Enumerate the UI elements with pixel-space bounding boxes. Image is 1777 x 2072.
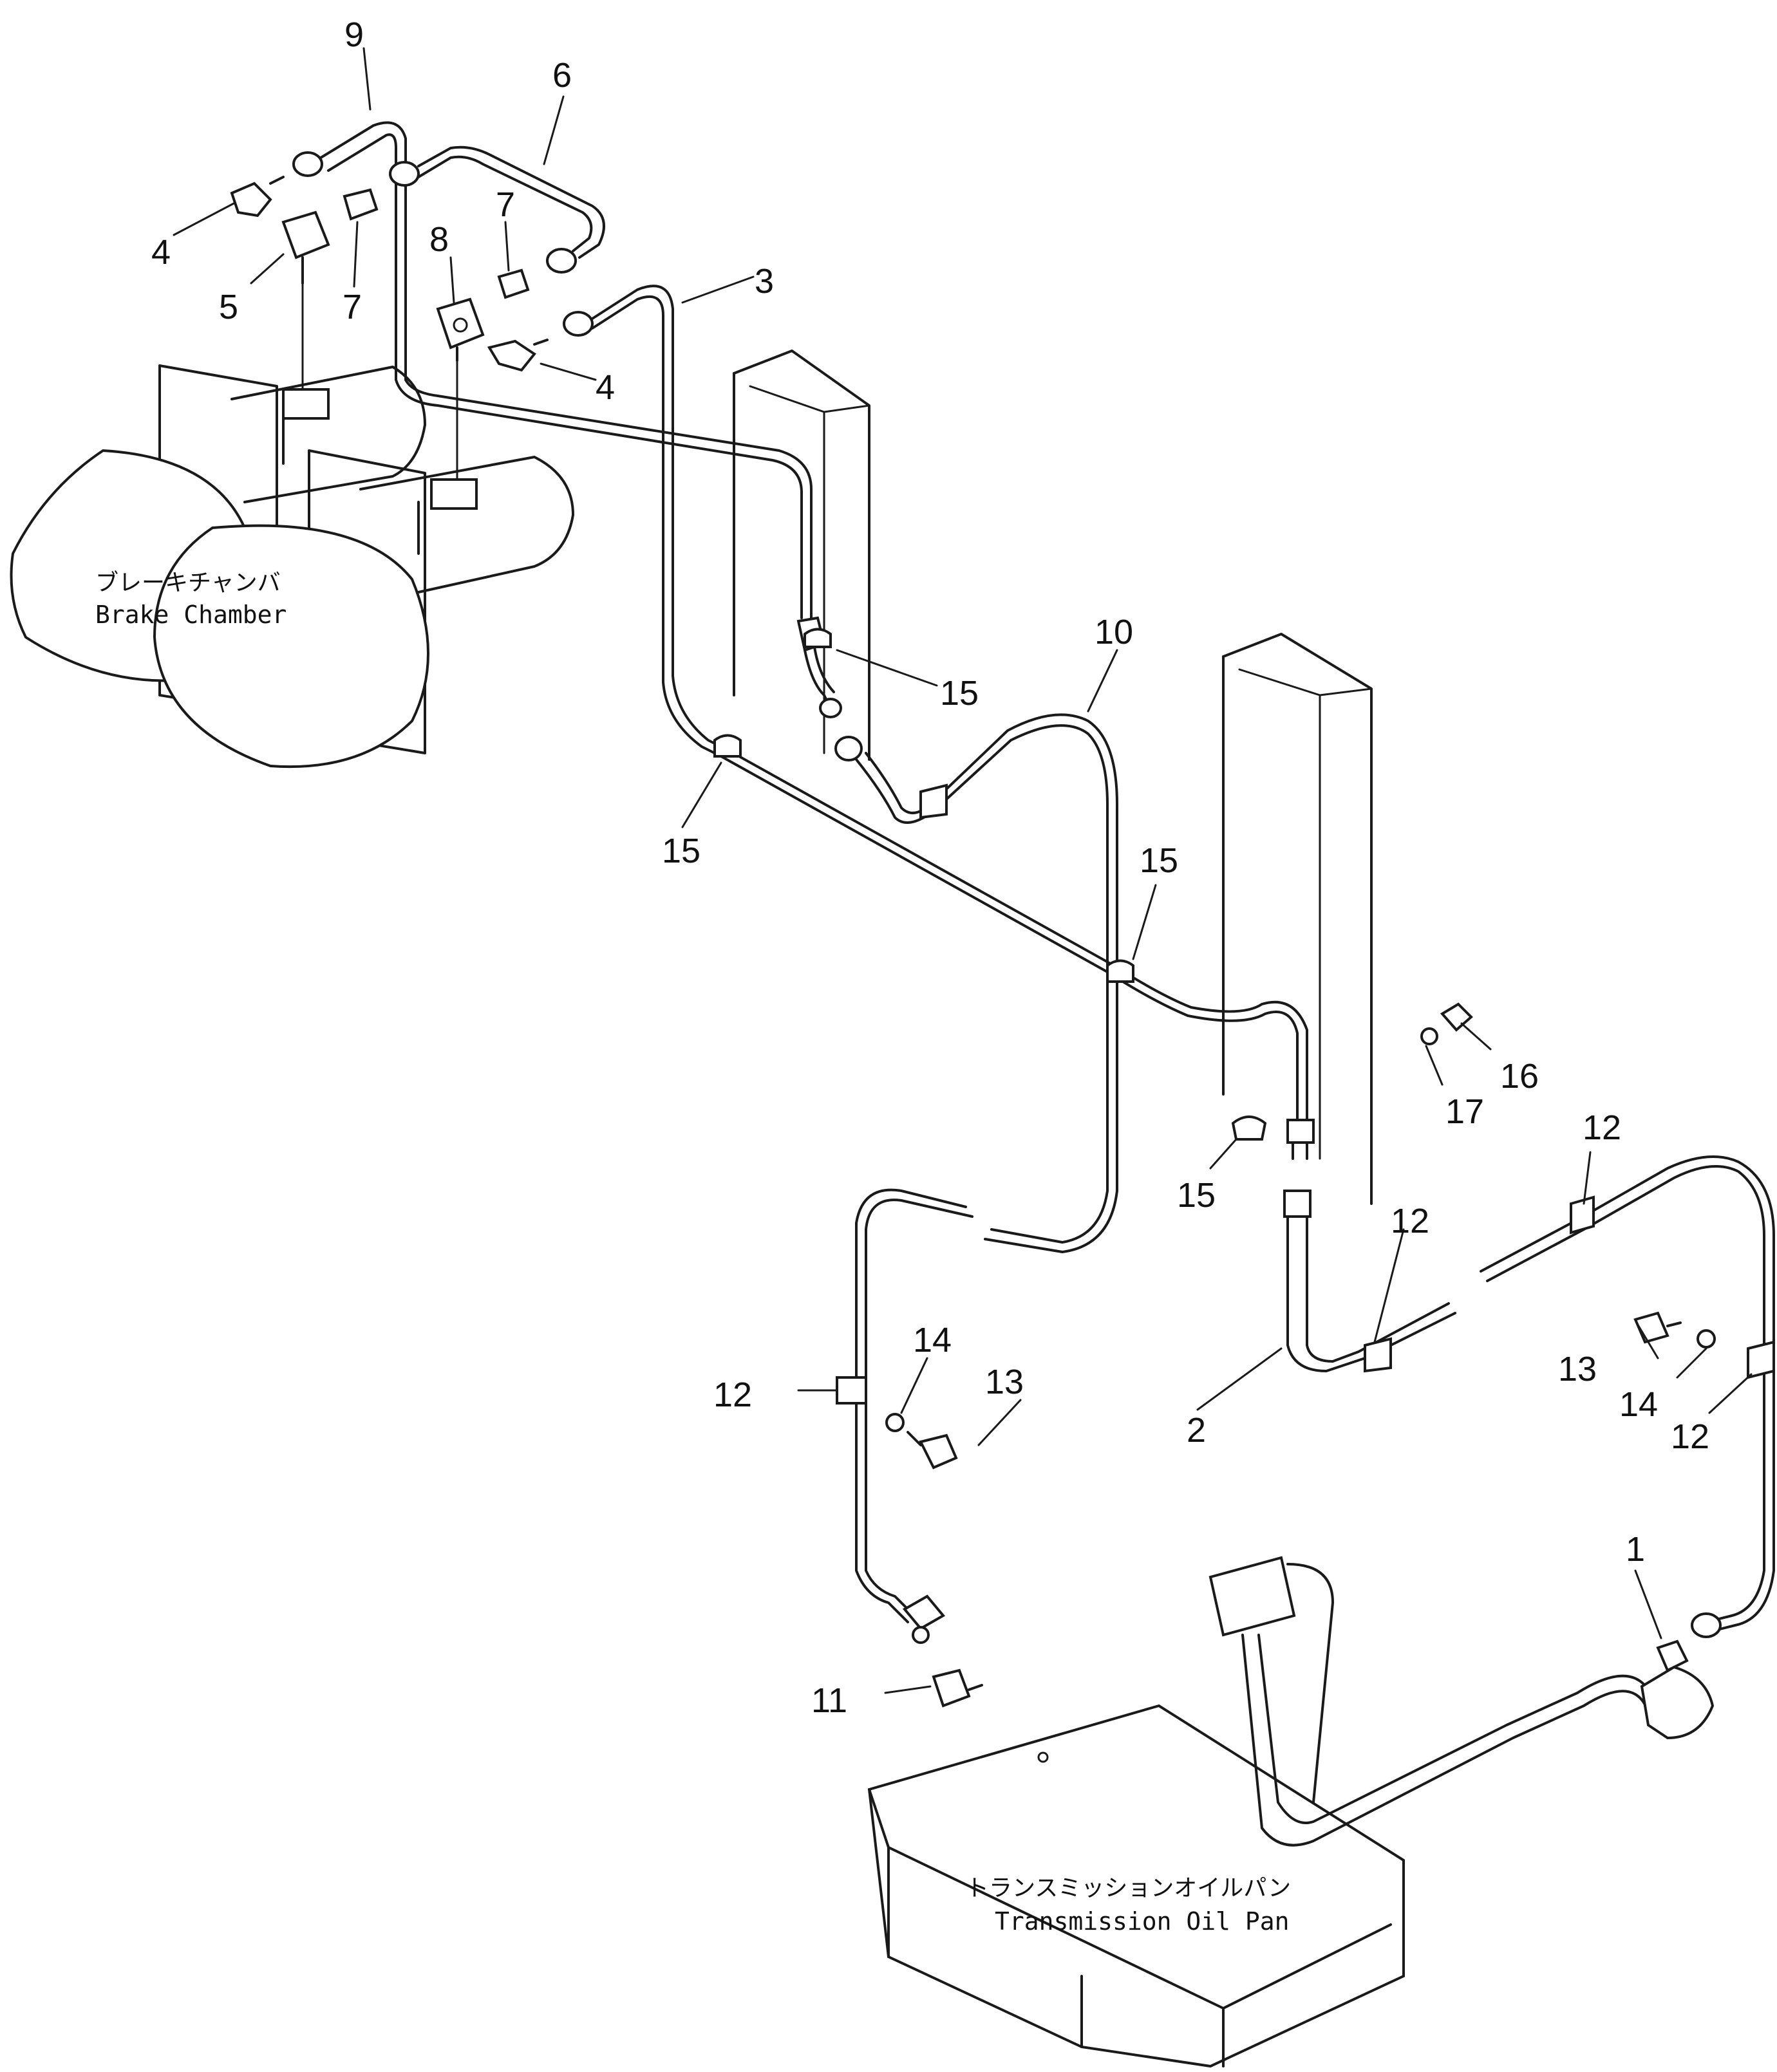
clamps: [713, 628, 1775, 1405]
callout-4: 4: [151, 233, 171, 272]
callout-9: 9: [344, 15, 364, 54]
brake-chamber-label-jp: ブレーキチャンバ: [95, 570, 281, 596]
callout-7: 7: [496, 185, 515, 224]
brake-chamber-label-en: Brake Chamber: [95, 601, 287, 629]
frame-members: [733, 350, 1373, 1205]
callout-4: 4: [596, 368, 615, 407]
callout-17: 17: [1445, 1092, 1484, 1131]
callout-10: 10: [1095, 613, 1133, 651]
callout-12: 12: [713, 1376, 752, 1414]
callout-numbers: 9 6 4 7 5 7 8 3 4 15 10 15 15 16 17 15 1…: [151, 15, 1709, 1720]
callout-14: 14: [913, 1321, 952, 1359]
pipe-2: [1283, 1155, 1775, 1638]
callout-12: 12: [1391, 1202, 1429, 1240]
callout-7: 7: [343, 288, 362, 326]
leader-lines: [173, 47, 1753, 1694]
callout-8: 8: [429, 220, 449, 259]
oil-pan-label-en: Transmission Oil Pan: [995, 1907, 1290, 1936]
callout-11: 11: [811, 1681, 847, 1720]
callout-15: 15: [1177, 1176, 1216, 1215]
callout-15: 15: [662, 832, 700, 870]
pipe-3: [563, 285, 1315, 1160]
fasteners: [885, 1002, 1716, 1708]
callout-6: 6: [552, 56, 572, 95]
callout-16: 16: [1500, 1057, 1539, 1096]
callout-2: 2: [1187, 1411, 1206, 1450]
callout-14: 14: [1619, 1385, 1658, 1424]
callout-15: 15: [940, 674, 979, 713]
callout-12: 12: [1583, 1108, 1621, 1147]
pipe-10: [834, 713, 1118, 1644]
oil-pan-label-jp: トランスミッションオイルパン: [966, 1875, 1291, 1901]
brake-chamber-assembly: [10, 176, 574, 769]
callout-12: 12: [1671, 1417, 1709, 1456]
callout-13: 13: [1558, 1350, 1597, 1388]
callout-15: 15: [1140, 841, 1178, 880]
callout-13: 13: [985, 1363, 1024, 1401]
callout-1: 1: [1626, 1530, 1645, 1569]
callout-5: 5: [219, 288, 238, 326]
transmission-oil-pan: [867, 1556, 1715, 2068]
callout-3: 3: [755, 262, 774, 301]
